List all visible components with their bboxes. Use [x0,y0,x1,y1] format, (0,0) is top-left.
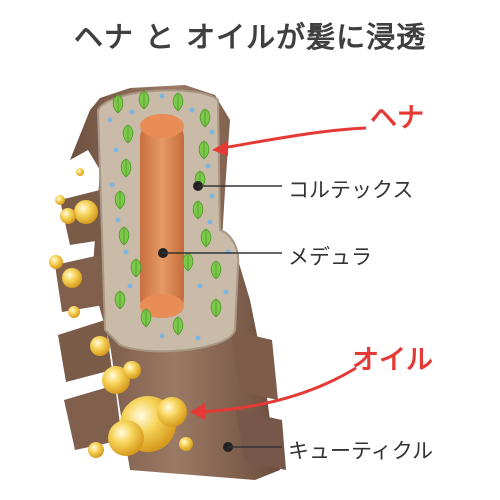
page-title: ヘナ と オイルが髪に浸透 [73,20,427,54]
cortex-label: コルテックス [288,178,414,202]
medulla-core [140,114,184,318]
cuticle-label: キューティクル [288,439,434,463]
henna-arrow-head [212,141,228,156]
oil-arrow-head [190,403,205,420]
oil-callout: オイル [352,345,433,376]
water-droplets [107,93,231,341]
cortex-pointer [193,181,282,191]
henna-arrow [221,126,367,150]
cuticle-pointer [223,442,282,452]
oil-arrow [199,366,357,414]
oil-bubbles [49,168,193,458]
medulla-label: メデュラ [288,245,372,269]
medulla-pointer [158,248,282,258]
henna-callout: ヘナ [370,103,424,134]
